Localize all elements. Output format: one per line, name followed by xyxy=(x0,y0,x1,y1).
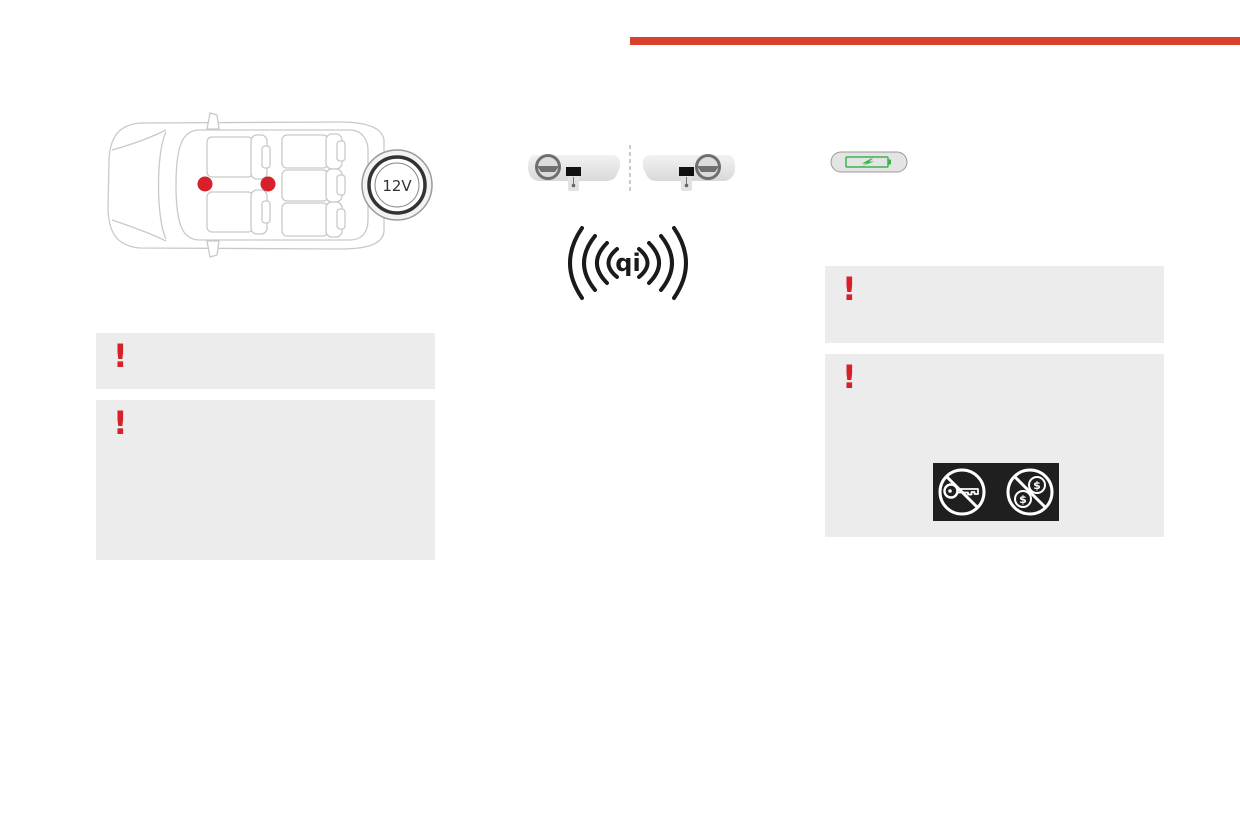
socket-location-marker xyxy=(197,176,276,192)
right-hand-drive-dashboard-icon xyxy=(642,154,735,191)
warning-panel-3: ! xyxy=(825,266,1164,343)
12v-socket-icon: 12V xyxy=(361,149,433,221)
no-coins-icon: $ $ xyxy=(1006,468,1054,516)
no-keys-icon xyxy=(938,468,986,516)
prohibited-objects-panel: $ $ xyxy=(933,463,1059,521)
left-hand-drive-dashboard-icon xyxy=(528,154,621,191)
socket-label: 12V xyxy=(382,177,412,195)
warning-panel-1: ! xyxy=(96,333,435,389)
prohibited-objects-graphic: $ $ xyxy=(938,468,1054,516)
qi-wireless-charging-icon: qi xyxy=(568,226,688,300)
qi-logo-text: qi xyxy=(615,249,640,277)
warning-exclamation-icon: ! xyxy=(842,358,857,396)
chapter-accent-bar xyxy=(630,37,1240,45)
warning-exclamation-icon: ! xyxy=(113,404,128,442)
car-top-view-icon xyxy=(107,112,385,258)
charging-battery-indicator-icon xyxy=(830,151,908,173)
warning-panel-4: ! $ $ xyxy=(825,354,1164,537)
coin-symbol: $ xyxy=(1019,493,1027,506)
warning-panel-2: ! xyxy=(96,400,435,560)
warning-exclamation-icon: ! xyxy=(842,270,857,308)
warning-exclamation-icon: ! xyxy=(113,337,128,375)
coin-symbol: $ xyxy=(1033,479,1041,492)
